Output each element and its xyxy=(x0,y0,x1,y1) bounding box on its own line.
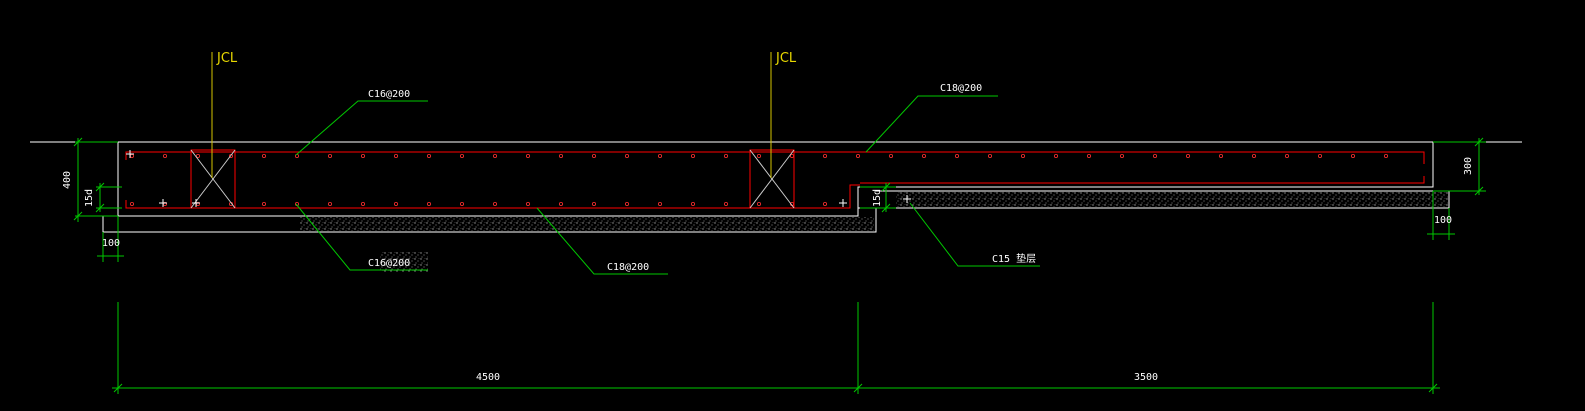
rebar-dot xyxy=(492,201,497,206)
beam-box-2 xyxy=(749,149,795,209)
dim-left-height xyxy=(73,137,118,222)
rebar-dot xyxy=(393,201,398,206)
dim-right-offset-text: 100 xyxy=(1434,215,1452,226)
dim-right-height xyxy=(1433,137,1486,196)
rebar-dot xyxy=(393,153,398,158)
rebar-top xyxy=(125,151,1425,164)
rebar-dot xyxy=(1087,153,1092,158)
rebar-dot xyxy=(955,153,960,158)
leader-bottom-mid xyxy=(536,207,668,275)
rebar-dot xyxy=(261,153,266,158)
dim-left-anchor xyxy=(95,182,122,213)
rebar-dot xyxy=(922,153,927,158)
cushion-gravel-left xyxy=(300,217,874,231)
cushion-layer-right xyxy=(876,190,1450,209)
dim-left-anchor-text: 15d xyxy=(84,189,95,207)
rebar-dot xyxy=(1120,153,1125,158)
rebar-dot xyxy=(691,153,696,158)
leader-left-top xyxy=(295,100,428,156)
leader-left-bottom xyxy=(295,203,428,271)
beam-box-1 xyxy=(190,149,236,209)
rebar-dot xyxy=(162,153,167,158)
rebar-dot xyxy=(129,201,134,206)
rebar-dot xyxy=(559,153,564,158)
rebar-dot xyxy=(426,153,431,158)
rebar-dot xyxy=(724,201,729,206)
dim-right-offset xyxy=(1427,191,1455,240)
rebar-dot xyxy=(757,153,762,158)
dim-left-height-text: 400 xyxy=(62,171,73,189)
dim-span-lines xyxy=(112,302,1440,394)
rebar-dot xyxy=(823,201,828,206)
dim-mid-anchor-text: 15d xyxy=(872,189,883,207)
rebar-dot xyxy=(658,201,663,206)
rebar-dot xyxy=(1384,153,1389,158)
rebar-dot xyxy=(327,201,332,206)
rebar-dot xyxy=(1318,153,1323,158)
rebar-dot xyxy=(1219,153,1224,158)
rebar-dot xyxy=(1285,153,1290,158)
rebar-dot xyxy=(1351,153,1356,158)
label-right-top: C18@200 xyxy=(940,83,982,94)
distribution-bars-top xyxy=(129,153,1389,158)
rebar-bottom-right xyxy=(860,176,1425,184)
rebar-dot xyxy=(1252,153,1257,158)
rebar-dot xyxy=(823,153,828,158)
rebar-dot xyxy=(459,153,464,158)
dim-left-offset-text: 100 xyxy=(102,238,120,249)
label-bottom-mid: C18@200 xyxy=(607,262,649,273)
rebar-dot xyxy=(889,153,894,158)
rebar-dot xyxy=(1186,153,1191,158)
rebar-dot xyxy=(757,201,762,206)
rebar-dot xyxy=(327,153,332,158)
slab-outline xyxy=(117,142,1434,217)
rebar-dot xyxy=(625,201,630,206)
rebar-dot xyxy=(856,153,861,158)
rebar-dot xyxy=(129,153,134,158)
rebar-dot xyxy=(1054,153,1059,158)
dim-span-left-text: 4500 xyxy=(476,372,500,383)
leader-cushion xyxy=(909,202,1040,267)
dim-span-right-text: 3500 xyxy=(1134,372,1158,383)
rebar-dot xyxy=(658,153,663,158)
label-left-bottom: C16@200 xyxy=(368,258,410,269)
cushion-gravel-right xyxy=(896,192,1448,207)
dim-right-height-text: 300 xyxy=(1463,157,1474,175)
cushion-gravel-patch xyxy=(380,252,428,272)
rebar-dot xyxy=(360,153,365,158)
rebar-dot xyxy=(592,153,597,158)
label-left-top: C16@200 xyxy=(368,89,410,100)
rebar-dot xyxy=(988,153,993,158)
rebar-dot xyxy=(559,201,564,206)
rebar-dot xyxy=(526,201,531,206)
rebar-dot xyxy=(426,201,431,206)
rebar-dot xyxy=(360,201,365,206)
axis-marker-label-1: JCL xyxy=(216,51,238,66)
rebar-dot xyxy=(691,201,696,206)
rebar-dot xyxy=(526,153,531,158)
rebar-dot xyxy=(228,153,233,158)
rebar-dot xyxy=(294,153,299,158)
rebar-dot xyxy=(492,153,497,158)
label-cushion: C15 垫层 xyxy=(992,252,1036,265)
rebar-dot xyxy=(261,201,266,206)
rebar-dot xyxy=(1021,153,1026,158)
rebar-dot xyxy=(625,153,630,158)
rebar-dot xyxy=(592,201,597,206)
dim-mid-anchor xyxy=(860,182,896,213)
rebar-dot xyxy=(195,153,200,158)
crosshair-markers xyxy=(126,150,911,207)
rebar-dot xyxy=(1153,153,1158,158)
rebar-bottom-left xyxy=(125,184,860,209)
rebar-dot xyxy=(724,153,729,158)
rebar-dot xyxy=(459,201,464,206)
axis-marker-label-2: JCL xyxy=(775,51,797,66)
dim-left-offset xyxy=(97,216,124,262)
leader-right-top xyxy=(865,95,998,153)
